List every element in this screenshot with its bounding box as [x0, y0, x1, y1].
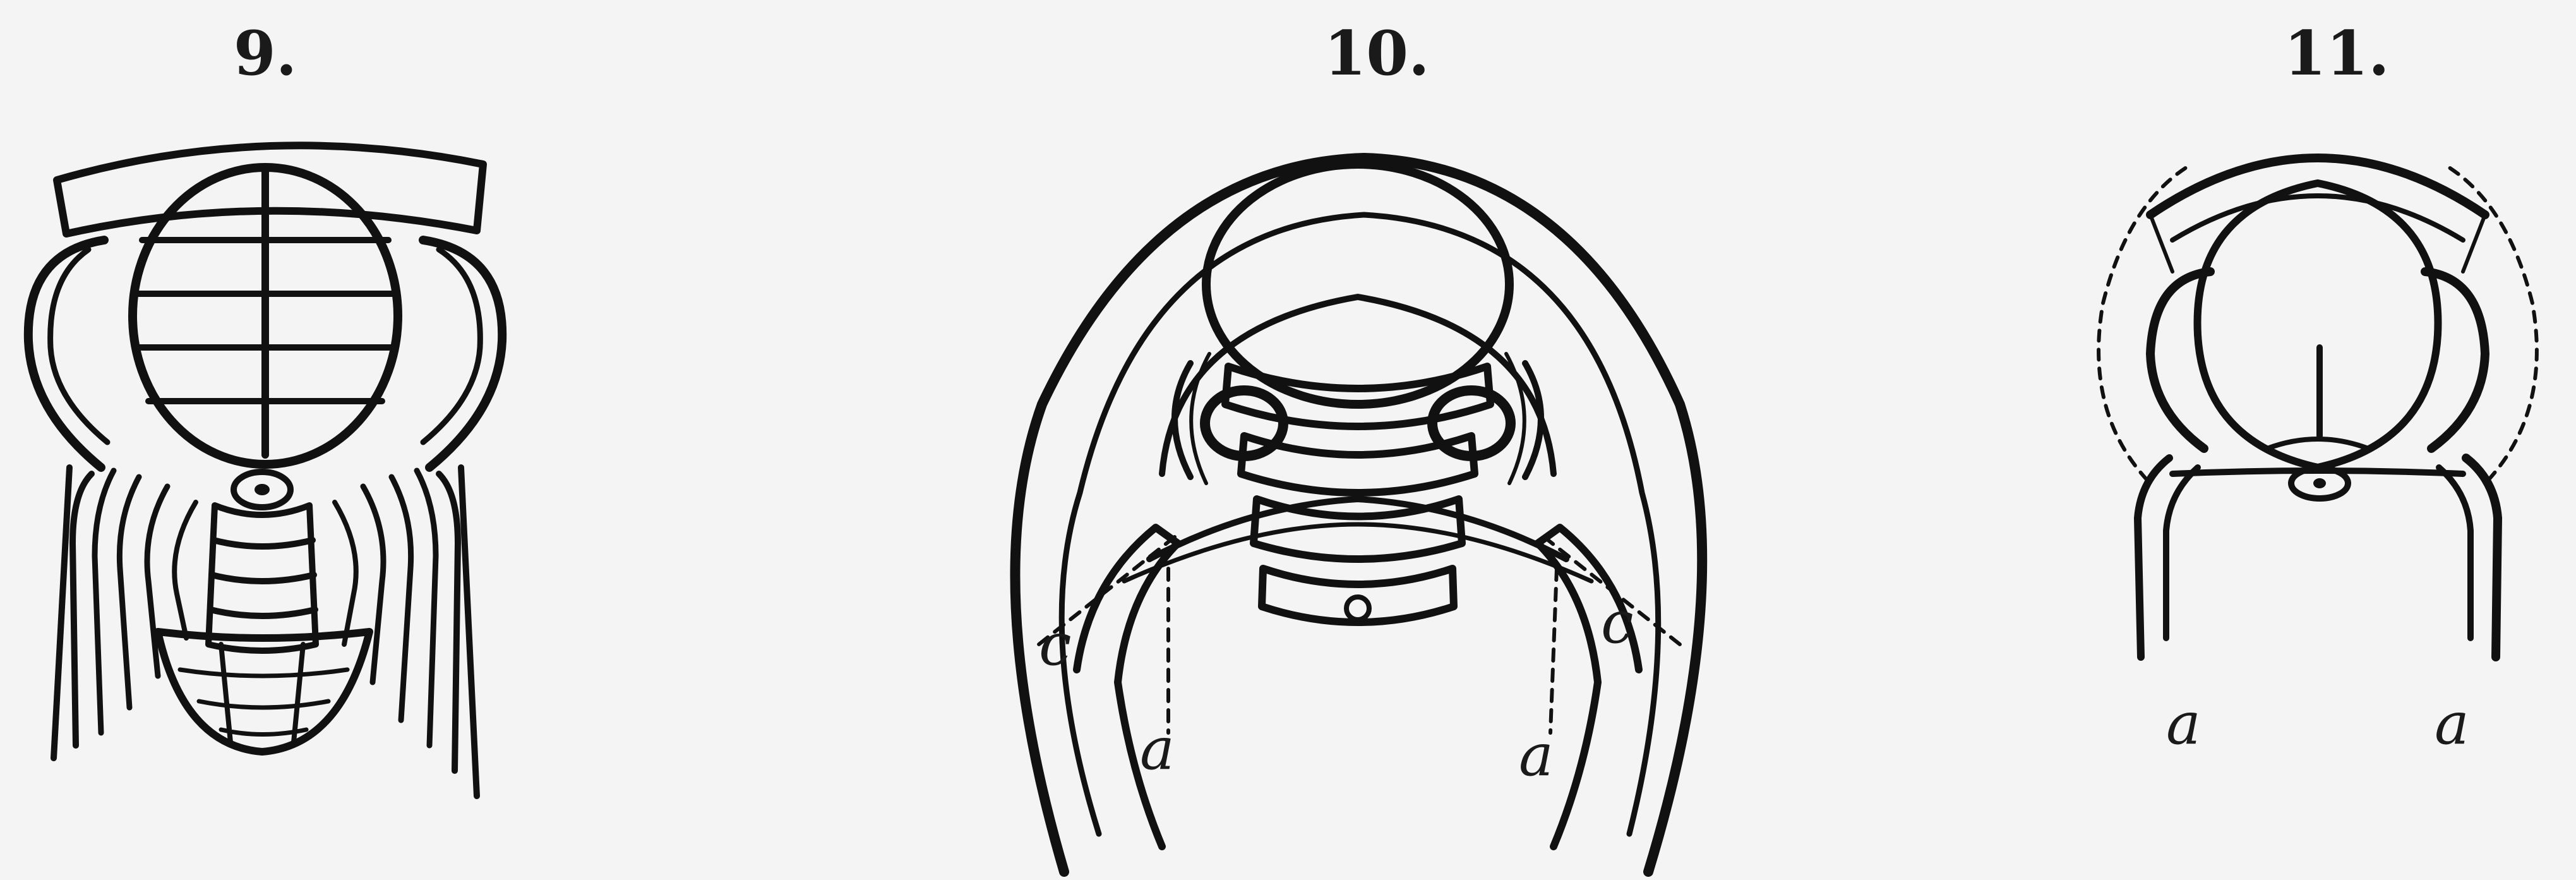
figure-10-callout-c-right: c	[1601, 594, 1634, 652]
figure-9-number: 9.	[183, 18, 347, 89]
figure-9-drawing	[13, 114, 518, 809]
figure-11-callout-a-right: a	[2435, 695, 2469, 753]
figure-10-number: 10.	[1295, 18, 1459, 89]
figure-11-callout-a-left: a	[2166, 695, 2201, 753]
figure-10-callout-a-right: a	[1519, 726, 1554, 785]
figure-10-drawing	[966, 139, 1749, 880]
figure-10-callout-a-left: a	[1140, 720, 1175, 778]
figure-11-number: 11.	[2255, 18, 2419, 89]
figure-10-callout-c-left: c	[1039, 616, 1072, 674]
figure-11-drawing	[2078, 114, 2558, 720]
